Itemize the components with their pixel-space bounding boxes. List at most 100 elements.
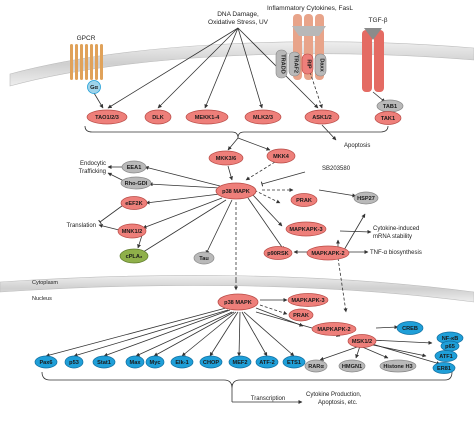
tau-node[interactable]: Tau: [193, 251, 215, 265]
mkk36-node[interactable]: MKK3/6: [208, 150, 244, 166]
cytokine-stability-label: Cytokine-induced: [373, 226, 419, 232]
stat1-node[interactable]: Stat1: [92, 355, 116, 369]
outcome-label-2: Apoptosis, etc.: [318, 400, 358, 406]
mapkapk3-node[interactable]: MAPKAPK-3: [285, 221, 327, 237]
svg-text:CREB: CREB: [402, 326, 418, 332]
cytoplasm-label: Cytoplasm: [32, 280, 58, 286]
nodes: Gα TRADD TRAF2 RIP Daxx TAO1/2/3 DLK: [34, 49, 464, 374]
apoptosis-label: Apoptosis: [344, 143, 370, 149]
svg-text:Stat1: Stat1: [97, 360, 111, 366]
max-node[interactable]: Max: [125, 355, 145, 369]
svg-text:CHOP: CHOP: [203, 360, 219, 366]
mapkapk3-nuclear-node[interactable]: MAPKAPK-3: [287, 293, 329, 307]
rhogdi-node[interactable]: Rho-GDI: [120, 176, 152, 190]
svg-text:Histone H3: Histone H3: [383, 364, 412, 370]
outcome-label: Cytokine Production,: [306, 392, 362, 398]
cpla2-node[interactable]: cPLA₂: [119, 248, 149, 264]
tradd-node[interactable]: TRADD: [275, 49, 288, 79]
svg-text:ATF1: ATF1: [439, 354, 453, 360]
translation-label: Translation: [67, 223, 96, 229]
dna-damage-label-2: Oxidative Stress, UV: [208, 19, 269, 26]
dna-damage-label: DNA Damage,: [217, 11, 259, 18]
svg-text:TAO1/2/3: TAO1/2/3: [95, 115, 119, 121]
svg-text:PRAK: PRAK: [296, 198, 312, 204]
prak-node[interactable]: PRAK: [290, 193, 318, 207]
histone-h3-node[interactable]: Histone H3: [379, 359, 417, 373]
mkk4-node[interactable]: MKK4: [266, 148, 296, 164]
atf1-node[interactable]: ATF1: [434, 350, 458, 362]
mlk-node[interactable]: MLK2/3: [244, 109, 282, 125]
rip-node[interactable]: RIP: [301, 53, 314, 75]
elk1-node[interactable]: Elk-1: [170, 355, 194, 369]
svg-text:eEF2K: eEF2K: [125, 201, 142, 207]
rar-node[interactable]: RARα: [304, 359, 328, 373]
svg-text:cPLA₂: cPLA₂: [126, 254, 143, 260]
atf2-node[interactable]: ATF-2: [255, 355, 279, 369]
endocytic-label: Endocytic: [80, 161, 106, 167]
p38-mapk-node[interactable]: p38 MAPK: [215, 182, 257, 200]
transcription-label: Transcription: [251, 396, 285, 402]
svg-text:TRAF2: TRAF2: [293, 55, 299, 73]
svg-text:Rho-GDI: Rho-GDI: [125, 181, 148, 187]
svg-text:NF-κB: NF-κB: [442, 336, 458, 342]
svg-text:MEF2: MEF2: [233, 360, 248, 366]
svg-text:Myc: Myc: [150, 360, 161, 366]
ets1-node[interactable]: ETS1: [282, 355, 306, 369]
svg-text:MAPKAPK-3: MAPKAPK-3: [289, 227, 322, 233]
tak1-node[interactable]: TAK1: [374, 111, 402, 125]
msk-node[interactable]: MSK1/2: [347, 334, 377, 348]
svg-text:Max: Max: [130, 360, 142, 366]
nucleus-label: Nucleus: [32, 296, 52, 302]
inflammatory-label: Inflammatory Cytokines, FasL: [267, 5, 353, 12]
mnk-node[interactable]: MNK1/2: [117, 223, 147, 239]
traf2-node[interactable]: TRAF2: [288, 51, 301, 77]
svg-text:PRAK: PRAK: [293, 313, 309, 319]
svg-text:Gα: Gα: [90, 85, 98, 91]
gpcr-label: GPCR: [77, 35, 96, 42]
pax6-node[interactable]: Pax6: [34, 355, 58, 369]
hsp27-node[interactable]: HSP27: [353, 191, 379, 205]
galpha-node[interactable]: Gα: [87, 80, 101, 94]
mekk-node[interactable]: MEKK1-4: [185, 109, 229, 125]
prak-nuclear-node[interactable]: PRAK: [288, 308, 314, 322]
tao-node[interactable]: TAO1/2/3: [86, 109, 128, 125]
hmgn1-node[interactable]: HMGN1: [338, 359, 366, 373]
dlk-node[interactable]: DLK: [144, 109, 172, 125]
p90rsk-node[interactable]: p90RSK: [263, 246, 293, 260]
myc-node[interactable]: Myc: [145, 355, 165, 369]
eef2k-node[interactable]: eEF2K: [120, 196, 148, 210]
mapkapk2-node[interactable]: MAPKAPK-2: [306, 245, 350, 261]
p38-mapk-nuclear-node[interactable]: p38 MAPK: [217, 293, 259, 311]
chop-node[interactable]: CHOP: [199, 355, 223, 369]
svg-text:ER81: ER81: [437, 366, 451, 372]
mapkapk2-nuclear-node[interactable]: MAPKAPK-2: [311, 322, 357, 336]
svg-text:HSP27: HSP27: [357, 196, 375, 202]
svg-text:Tau: Tau: [199, 256, 209, 262]
er81-node[interactable]: ER81: [432, 362, 456, 374]
creb-node[interactable]: CREB: [396, 321, 424, 335]
svg-text:MAPKAPK-3: MAPKAPK-3: [291, 298, 324, 304]
daxx-node[interactable]: Daxx: [314, 53, 327, 77]
svg-text:ATF-2: ATF-2: [259, 360, 274, 366]
svg-text:TAK1: TAK1: [381, 116, 395, 122]
svg-text:MEKK1-4: MEKK1-4: [195, 115, 220, 121]
svg-text:p65: p65: [445, 344, 455, 350]
edges: [41, 27, 453, 404]
eea1-node[interactable]: EEA1: [121, 160, 147, 174]
mef2-node[interactable]: MEF2: [228, 355, 252, 369]
nfkb-node[interactable]: NF-κB: [436, 331, 464, 345]
annotations: DNA Damage, Oxidative Stress, UV Inflamm…: [32, 5, 422, 406]
p65-node[interactable]: p65: [440, 340, 460, 352]
tab1-node[interactable]: TAB1: [376, 99, 404, 113]
ask-node[interactable]: ASK1/2: [304, 109, 340, 125]
svg-text:HMGN1: HMGN1: [342, 364, 362, 370]
p53-node[interactable]: p53: [64, 355, 84, 369]
svg-text:TAB1: TAB1: [383, 104, 397, 110]
svg-text:RARα: RARα: [308, 364, 324, 370]
svg-text:p90RSK: p90RSK: [267, 251, 288, 257]
svg-text:p38 MAPK: p38 MAPK: [222, 189, 250, 195]
svg-text:DLK: DLK: [152, 115, 164, 121]
svg-text:MLK2/3: MLK2/3: [253, 115, 273, 121]
svg-text:TRADD: TRADD: [280, 54, 286, 74]
